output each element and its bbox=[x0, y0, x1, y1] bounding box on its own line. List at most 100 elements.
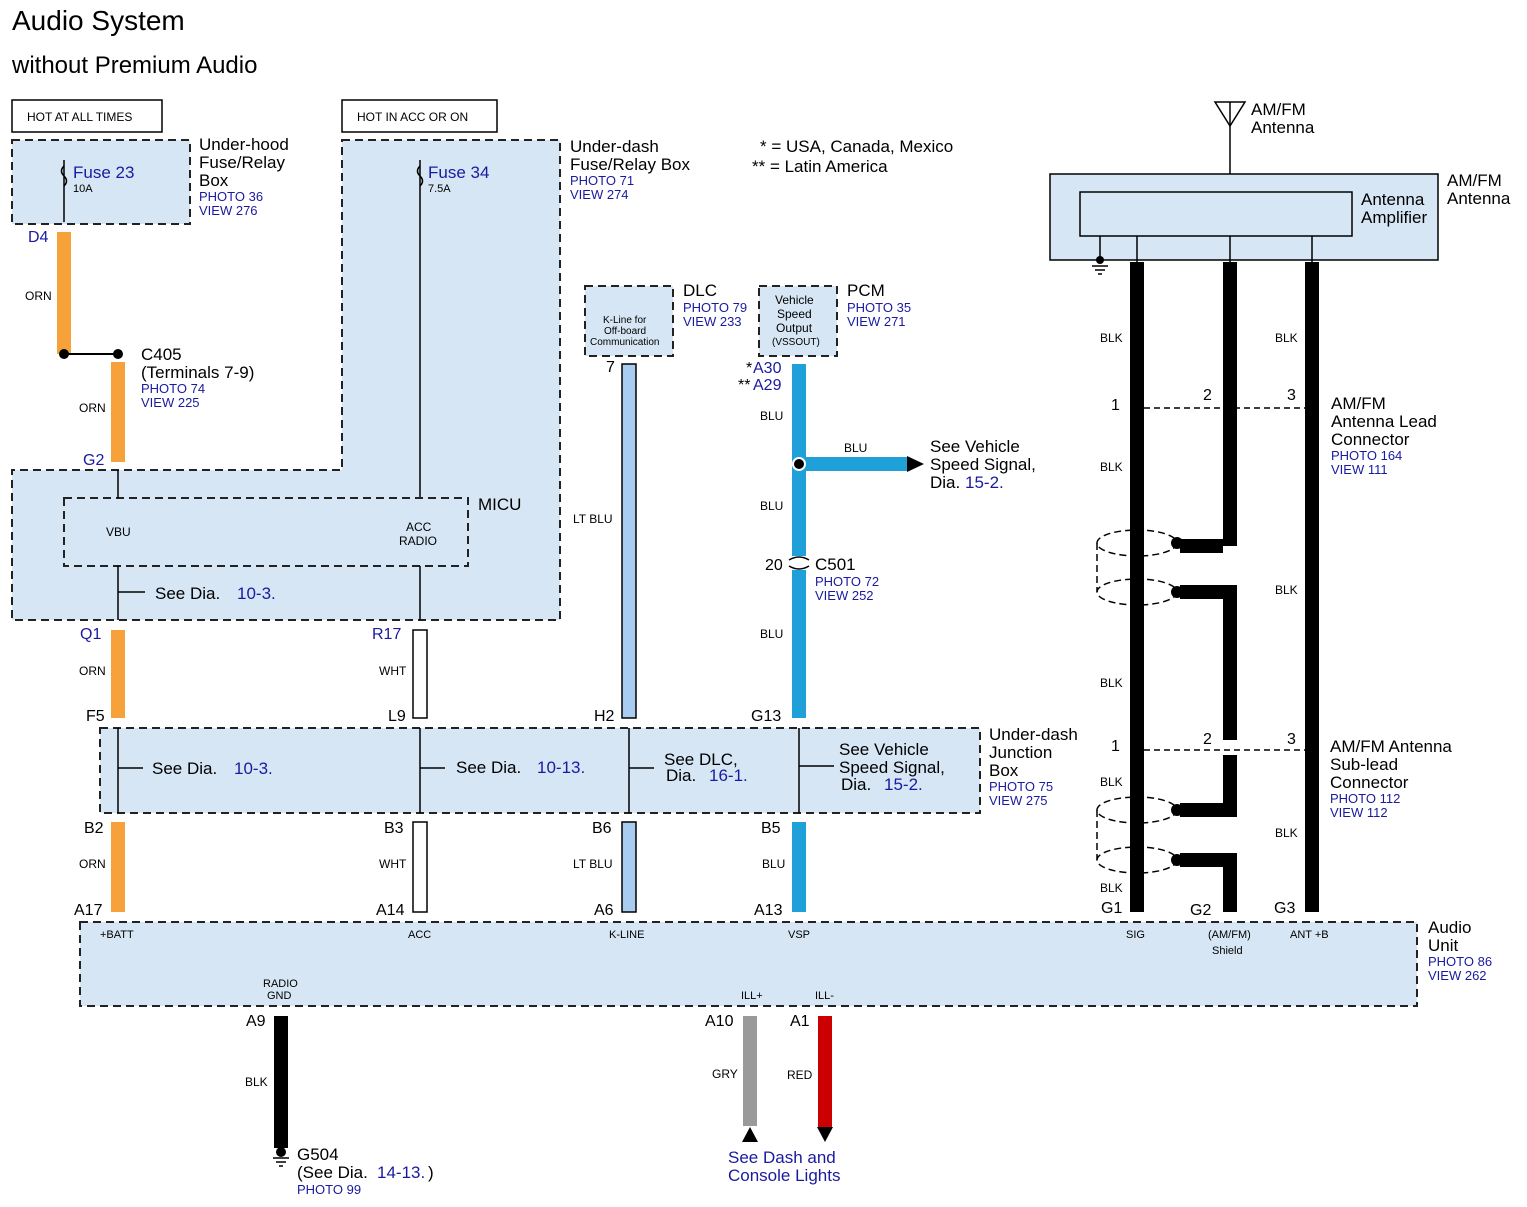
g504-ground-icon bbox=[273, 1157, 289, 1167]
pin-l9: L9 bbox=[388, 708, 406, 725]
vss-arrow-icon bbox=[907, 456, 924, 472]
lead-conn-name-3: Connector bbox=[1331, 430, 1410, 449]
audio-terminal-acc: ACC bbox=[408, 929, 431, 941]
wire-ltblu-dlc-h2 bbox=[621, 363, 637, 719]
antenna-amplifier-box bbox=[1079, 191, 1353, 237]
underdash-fuse-box bbox=[11, 139, 561, 621]
pcm-pin2-star: ** bbox=[738, 377, 750, 394]
vss-splice-dot bbox=[792, 457, 806, 471]
audio-terminal-kline: K-LINE bbox=[609, 929, 644, 941]
antenna-amp-name-2: Amplifier bbox=[1361, 208, 1427, 227]
audio-terminal-vsp: VSP bbox=[788, 929, 810, 941]
pin-a1: A1 bbox=[790, 1013, 810, 1030]
pin-g3: G3 bbox=[1274, 900, 1295, 917]
sub-pin-2: 2 bbox=[1203, 731, 1212, 748]
junction-see-4b: Speed Signal, bbox=[839, 758, 945, 777]
pcm-pin1: A30 bbox=[753, 360, 782, 377]
page-subtitle: without Premium Audio bbox=[11, 52, 257, 79]
junction-see-3a: See DLC, bbox=[664, 750, 738, 769]
vss-line2: Speed Signal, bbox=[930, 455, 1036, 474]
wire-label-blu-branch: BLU bbox=[844, 441, 867, 455]
vss-line1: See Vehicle bbox=[930, 437, 1020, 456]
wire-label-blk-8: BLK bbox=[1100, 881, 1123, 895]
underhood-name-1: Under-hood bbox=[199, 135, 289, 154]
wire-red-ill-minus bbox=[818, 1016, 832, 1128]
antenna-ground-dot bbox=[1096, 256, 1104, 264]
pin-b3: B3 bbox=[384, 820, 404, 837]
pin-b2: B2 bbox=[84, 820, 104, 837]
dlc-pin: 7 bbox=[606, 359, 615, 376]
lead-conn-view: VIEW 111 bbox=[1331, 462, 1388, 477]
pin-a10: A10 bbox=[705, 1013, 734, 1030]
audio-name-1: Audio bbox=[1428, 918, 1471, 937]
wire-label-blu-4: BLU bbox=[762, 857, 785, 871]
audio-photo: PHOTO 86 bbox=[1428, 954, 1492, 969]
antenna-amp-name-1: Antenna bbox=[1361, 190, 1425, 209]
pin-a9: A9 bbox=[246, 1013, 266, 1030]
pin-d4: D4 bbox=[28, 229, 49, 246]
pin-a17: A17 bbox=[74, 902, 103, 919]
junction-see-4c: Dia. bbox=[841, 775, 871, 794]
pin-a13: A13 bbox=[754, 902, 783, 919]
wire-label-orn-3: ORN bbox=[79, 664, 106, 678]
dlc-photo: PHOTO 79 bbox=[683, 300, 747, 315]
fuse23-amp: 10A bbox=[73, 183, 93, 195]
underhood-view: VIEW 276 bbox=[199, 203, 258, 218]
underhood-name-2: Fuse/Relay bbox=[199, 153, 285, 172]
dlc-view: VIEW 233 bbox=[683, 314, 742, 329]
micu-radio: RADIO bbox=[399, 534, 437, 548]
fuse23-icon bbox=[60, 165, 68, 187]
dlc-box bbox=[584, 285, 674, 357]
pin-b6: B6 bbox=[592, 820, 612, 837]
g504-name: G504 bbox=[297, 1145, 339, 1164]
page-title: Audio System bbox=[12, 5, 185, 36]
wire-blk-antb bbox=[1305, 262, 1319, 912]
c501-pin: 20 bbox=[765, 557, 783, 574]
fuse34-icon bbox=[416, 165, 424, 187]
wire-label-orn-1: ORN bbox=[25, 289, 52, 303]
wire-label-blk-1: BLK bbox=[1100, 331, 1123, 345]
pcm-line1: Vehicle bbox=[775, 293, 814, 307]
wire-gry-ill-plus bbox=[743, 1016, 757, 1126]
pin-g13: G13 bbox=[751, 708, 781, 725]
junction-ref-4: 15-2. bbox=[884, 775, 923, 794]
fuse34-label: Fuse 34 bbox=[428, 163, 489, 182]
fuse23-label: Fuse 23 bbox=[73, 163, 134, 182]
lead-pin-2: 2 bbox=[1203, 387, 1212, 404]
lead-conn-name-2: Antenna Lead bbox=[1331, 412, 1437, 431]
wire-label-blk-4: BLK bbox=[1275, 583, 1298, 597]
pin-g2: G2 bbox=[83, 452, 104, 469]
pcm-box bbox=[758, 285, 838, 357]
lead-pin-1: 1 bbox=[1111, 397, 1120, 414]
pin-a14: A14 bbox=[376, 902, 405, 919]
wire-blk-ground bbox=[274, 1016, 288, 1148]
antenna-name-2: Antenna bbox=[1251, 118, 1315, 137]
dlc-name: DLC bbox=[683, 281, 717, 300]
junction-name-1: Under-dash bbox=[989, 725, 1078, 744]
wire-wht-r17-l9 bbox=[412, 629, 428, 719]
pin-f5: F5 bbox=[86, 708, 105, 725]
hot-acc-label: HOT IN ACC OR ON bbox=[357, 110, 468, 124]
underdash-fuse-view: VIEW 274 bbox=[570, 187, 629, 202]
audio-terminal-sig: SIG bbox=[1126, 929, 1145, 941]
wire-label-blk-5: BLK bbox=[1100, 676, 1123, 690]
micu-acc: ACC bbox=[406, 520, 432, 534]
sub-conn-view: VIEW 112 bbox=[1330, 805, 1388, 820]
vss-line3: Dia. bbox=[930, 473, 960, 492]
c501-name: C501 bbox=[815, 555, 856, 574]
pin-g1: G1 bbox=[1101, 900, 1122, 917]
wire-ltblu-b6-a6 bbox=[621, 821, 637, 913]
pin-r17: R17 bbox=[372, 626, 401, 643]
junction-ref-1: 10-3. bbox=[234, 759, 273, 778]
micu-name: MICU bbox=[478, 495, 521, 514]
audio-terminal-illp: ILL+ bbox=[741, 990, 763, 1002]
wire-label-blu-2: BLU bbox=[760, 499, 783, 513]
audio-terminal-antb: ANT +B bbox=[1290, 929, 1329, 941]
audio-terminal-illm: ILL- bbox=[815, 990, 834, 1002]
sub-conn-name-1: AM/FM Antenna bbox=[1330, 737, 1452, 756]
wire-shield-top bbox=[1223, 262, 1237, 546]
g504-ref: 14-13. bbox=[377, 1163, 425, 1182]
wire-label-blk-6: BLK bbox=[1100, 775, 1123, 789]
wire-orn-q1-f5 bbox=[111, 630, 125, 718]
